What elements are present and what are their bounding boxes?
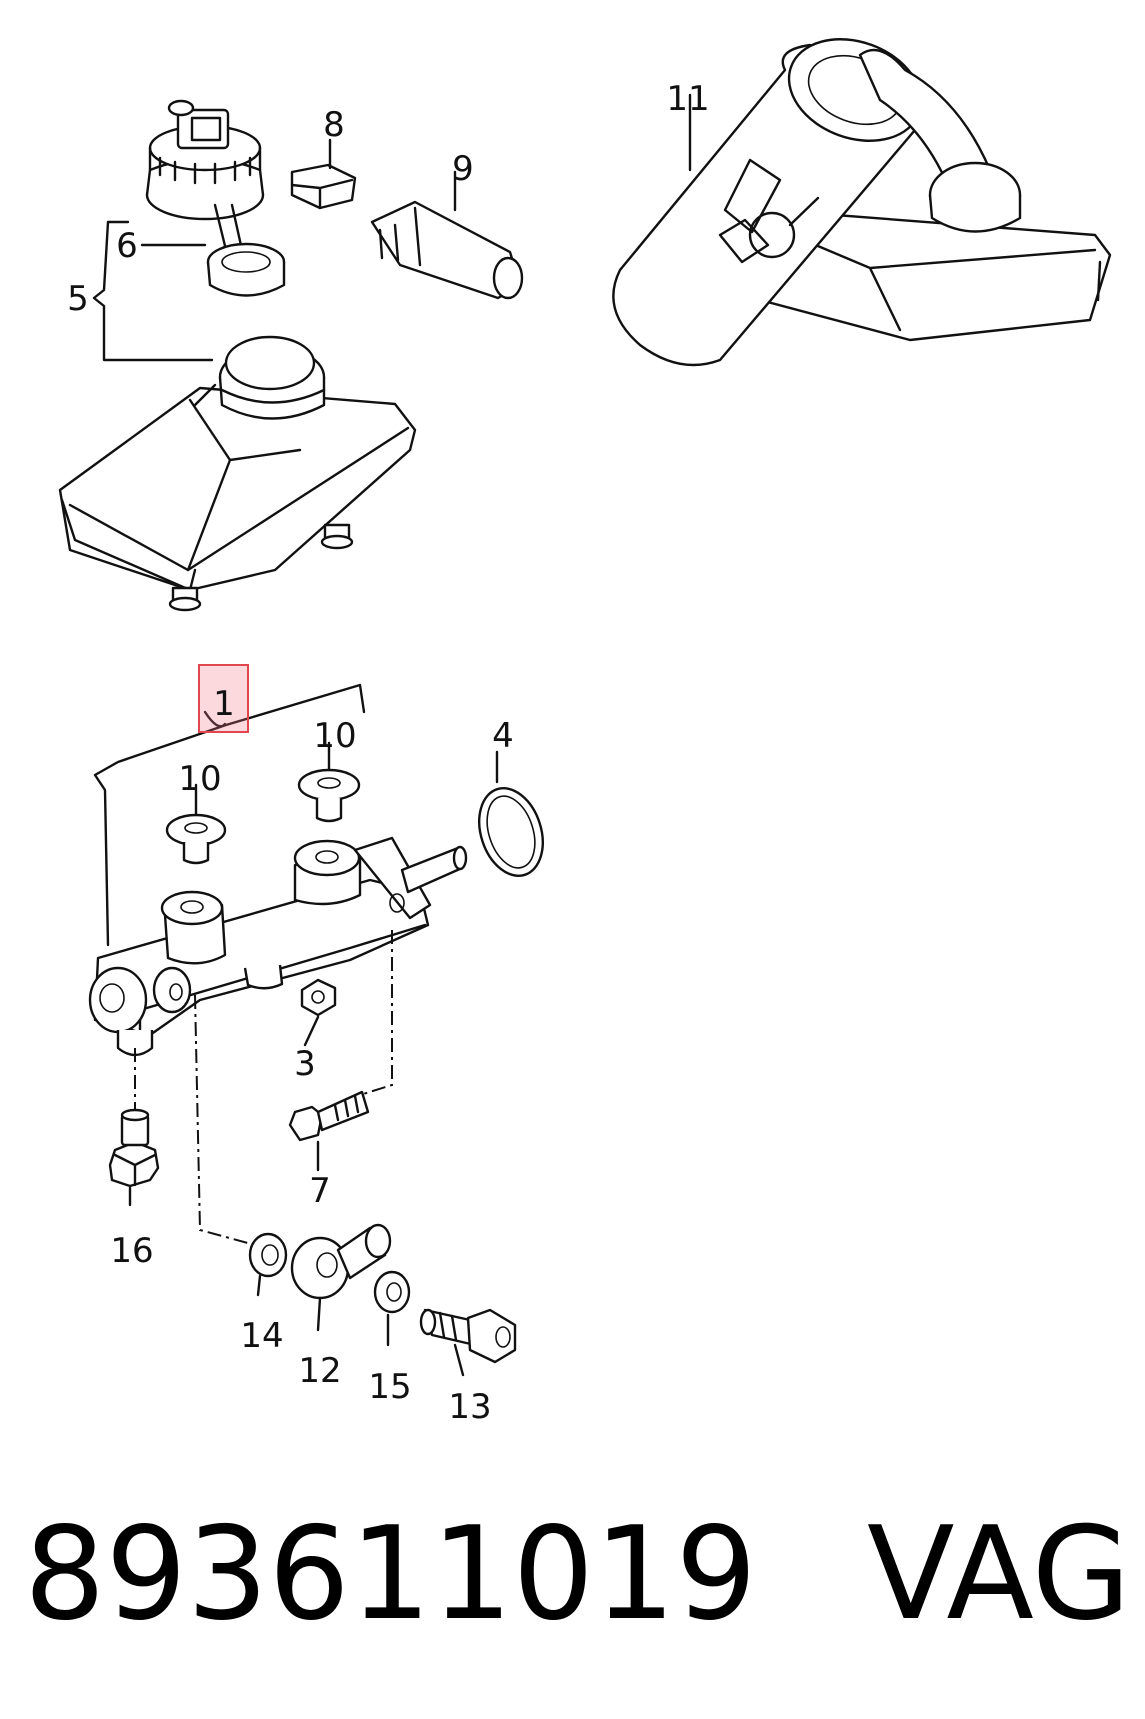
bracket-1 [93,683,366,947]
callout-5: 5 [67,279,89,319]
callout-4: 4 [492,716,514,756]
part-10-seal-left [165,783,227,865]
part-11-fluid-bottle [612,38,1112,367]
alignment-line-14 [194,994,256,1246]
callout-3: 3 [294,1044,316,1084]
alignment-line-7 [359,930,393,1096]
callout-13: 13 [448,1387,491,1427]
reservoir-body [58,335,417,612]
float-strainer [206,203,286,297]
footer-caption: 893611019 VAG [24,1500,1131,1649]
part-4-o-ring [478,750,544,877]
callout-1-highlight [198,664,249,733]
callout-11: 11 [666,79,709,119]
part-12-banjo [290,1223,392,1332]
part-3-nut [300,978,337,1047]
callout-15: 15 [368,1367,411,1407]
callout-6: 6 [116,226,138,266]
part-number: 893611019 [24,1500,757,1649]
callout-7: 7 [309,1171,331,1211]
callout-14: 14 [240,1316,283,1356]
callout-8: 8 [323,105,345,145]
part-8-clip [290,138,357,210]
part-16-bleed-screw [108,1108,160,1207]
bracket-1-tip [203,710,227,728]
reservoir-cap [145,99,265,221]
callout-9: 9 [452,149,474,189]
master-cylinder [88,836,468,1057]
bracket-5 [92,220,214,362]
part-10-seal-right [297,741,361,823]
part-14-washer [248,1232,288,1297]
part-13-fitting [419,1308,517,1377]
callout-16: 16 [110,1231,153,1271]
part-9-connector [370,170,524,300]
callout-10-left: 10 [178,759,221,799]
part-7-bolt [288,1090,370,1172]
callout-12: 12 [298,1351,341,1391]
callout-10-right: 10 [313,716,356,756]
part-15-washer [373,1270,411,1347]
brand-name: VAG [866,1500,1131,1649]
callout-1: 1 [213,684,235,724]
